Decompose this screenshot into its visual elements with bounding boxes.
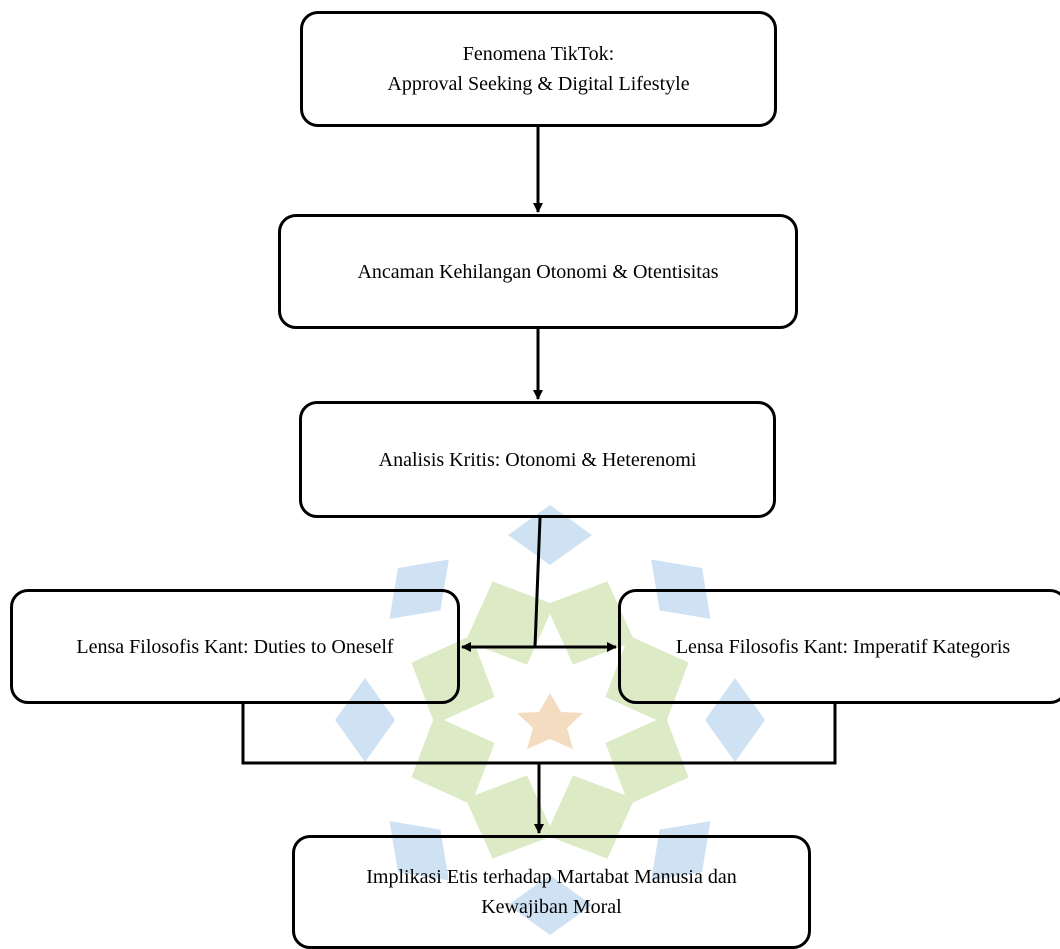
node-lens-duties-label: Lensa Filosofis Kant: Duties to Oneself <box>76 635 394 658</box>
node-tiktok-phenomenon-line1: Fenomena TikTok: <box>462 43 615 65</box>
watermark-petal-outer <box>508 875 592 935</box>
watermark-petal-inner <box>605 715 689 805</box>
watermark-petal-outer <box>335 678 395 762</box>
node-tiktok-phenomenon: Fenomena TikTok: Approval Seeking & Digi… <box>300 11 777 127</box>
node-tiktok-phenomenon-line2: Approval Seeking & Digital Lifestyle <box>387 73 690 95</box>
connector-analysis-down <box>533 517 542 648</box>
node-ethical-implication: Implikasi Etis terhadap Martabat Manusia… <box>292 835 811 949</box>
node-critical-analysis-label: Analisis Kritis: Otonomi & Heterenomi <box>378 448 697 471</box>
watermark-star <box>517 693 583 749</box>
node-threat-label: Ancaman Kehilangan Otonomi & Otentisitas <box>357 260 719 283</box>
node-lens-duties: Lensa Filosofis Kant: Duties to Oneself <box>10 589 460 704</box>
watermark-petal-inner <box>411 715 495 805</box>
connector-lens-merge <box>241 704 837 765</box>
node-ethical-implication-line1: Implikasi Etis terhadap Martabat Manusia… <box>366 866 737 888</box>
watermark-petal-outer <box>705 678 765 762</box>
node-threat: Ancaman Kehilangan Otonomi & Otentisitas <box>278 214 798 329</box>
watermark-petal-outer <box>508 505 592 565</box>
watermark-petal-inner <box>465 581 555 665</box>
node-ethical-implication-line2: Kewajiban Moral <box>481 896 622 918</box>
node-lens-imperative-label: Lensa Filosofis Kant: Imperatif Kategori… <box>675 635 1011 658</box>
node-lens-imperative: Lensa Filosofis Kant: Imperatif Kategori… <box>618 589 1060 704</box>
node-critical-analysis: Analisis Kritis: Otonomi & Heterenomi <box>299 401 776 518</box>
